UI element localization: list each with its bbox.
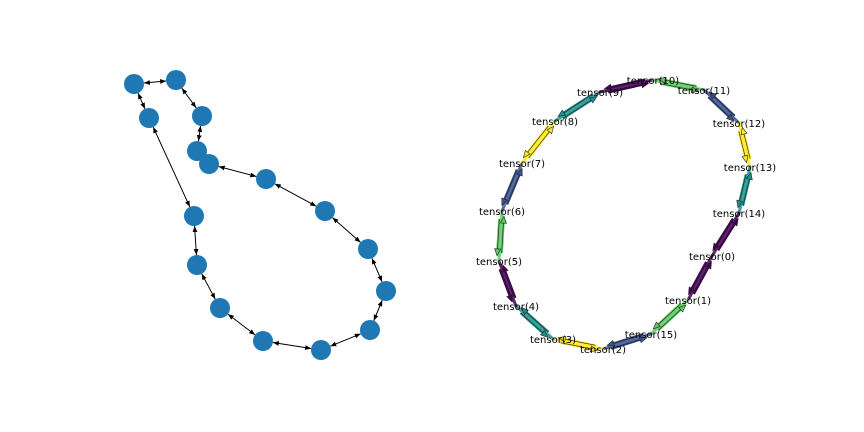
left-node-15 xyxy=(139,108,159,128)
right-node-label-2: tensor(2) xyxy=(580,345,626,356)
left-edge-14 xyxy=(152,126,191,208)
left-edge-6 xyxy=(332,217,361,243)
right-edge-12 xyxy=(702,88,741,125)
left-node-10 xyxy=(311,340,331,360)
left-node-11 xyxy=(253,331,273,351)
right-node-label-7: tensor(7) xyxy=(499,159,545,170)
left-node-7 xyxy=(358,239,378,259)
left-edge-9 xyxy=(330,333,361,347)
left-node-5 xyxy=(256,169,276,189)
left-edge-1 xyxy=(181,87,197,109)
right-node-label-8: tensor(8) xyxy=(532,117,578,128)
right-edge-8 xyxy=(520,119,557,165)
right-node-label-10: tensor(10) xyxy=(627,76,679,87)
right-node-label-5: tensor(5) xyxy=(476,257,522,268)
left-node-6 xyxy=(315,201,335,221)
right-edge-15 xyxy=(710,211,741,258)
right-edge-11 xyxy=(651,76,706,94)
right-edge-4 xyxy=(514,304,555,341)
right-graph-panel: tensor(0) tensor(1) tensor(2) tensor(3) tens… xyxy=(476,76,776,356)
left-node-0 xyxy=(124,74,144,94)
left-edge-5 xyxy=(274,183,317,207)
right-node-label-14: tensor(14) xyxy=(713,209,765,220)
right-edge-10 xyxy=(598,78,655,94)
left-node-3 xyxy=(187,141,207,161)
right-node-label-1: tensor(1) xyxy=(665,296,711,307)
right-edge-9 xyxy=(553,90,602,123)
right-edge-7 xyxy=(500,161,524,213)
left-edge-8 xyxy=(373,300,383,321)
left-node-4 xyxy=(199,154,219,174)
right-node-label-15: tensor(15) xyxy=(625,330,677,341)
left-node-1 xyxy=(166,70,186,90)
left-graph-edges xyxy=(137,79,383,350)
left-edge-13 xyxy=(192,225,199,256)
right-node-label-13: tensor(13) xyxy=(724,163,776,174)
left-node-2 xyxy=(192,106,212,126)
right-graph-edges xyxy=(494,76,753,353)
right-edge-0 xyxy=(686,254,714,302)
left-graph-panel xyxy=(124,70,396,360)
right-node-label-6: tensor(6) xyxy=(479,207,525,218)
right-node-label-9: tensor(9) xyxy=(577,88,623,99)
left-edge-15 xyxy=(137,92,146,110)
right-node-label-12: tensor(12) xyxy=(713,119,765,130)
left-graph-nodes xyxy=(124,70,396,360)
left-edge-0 xyxy=(143,79,167,85)
right-graph-node-labels: tensor(0) tensor(1) tensor(2) tensor(3) tens… xyxy=(476,76,776,356)
left-node-8 xyxy=(376,281,396,301)
left-edge-11 xyxy=(227,313,256,336)
right-edge-14 xyxy=(736,165,753,215)
left-node-9 xyxy=(360,320,380,340)
right-edge-5 xyxy=(497,259,518,308)
right-node-label-11: tensor(11) xyxy=(678,86,730,97)
right-edge-1 xyxy=(649,298,690,336)
right-node-label-3: tensor(3) xyxy=(530,335,576,346)
right-edge-2 xyxy=(601,332,653,351)
left-node-12 xyxy=(210,298,230,318)
left-node-13 xyxy=(187,255,207,275)
left-edge-2 xyxy=(196,125,203,142)
right-node-label-0: tensor(0) xyxy=(689,252,735,263)
left-edge-4 xyxy=(218,165,257,178)
left-edge-7 xyxy=(371,257,383,283)
right-edge-13 xyxy=(737,121,752,169)
right-node-label-4: tensor(4) xyxy=(493,302,539,313)
left-node-14 xyxy=(184,206,204,226)
left-edge-12 xyxy=(201,273,216,300)
left-edge-10 xyxy=(272,341,312,350)
right-edge-6 xyxy=(494,209,507,263)
right-edge-3 xyxy=(551,335,605,353)
